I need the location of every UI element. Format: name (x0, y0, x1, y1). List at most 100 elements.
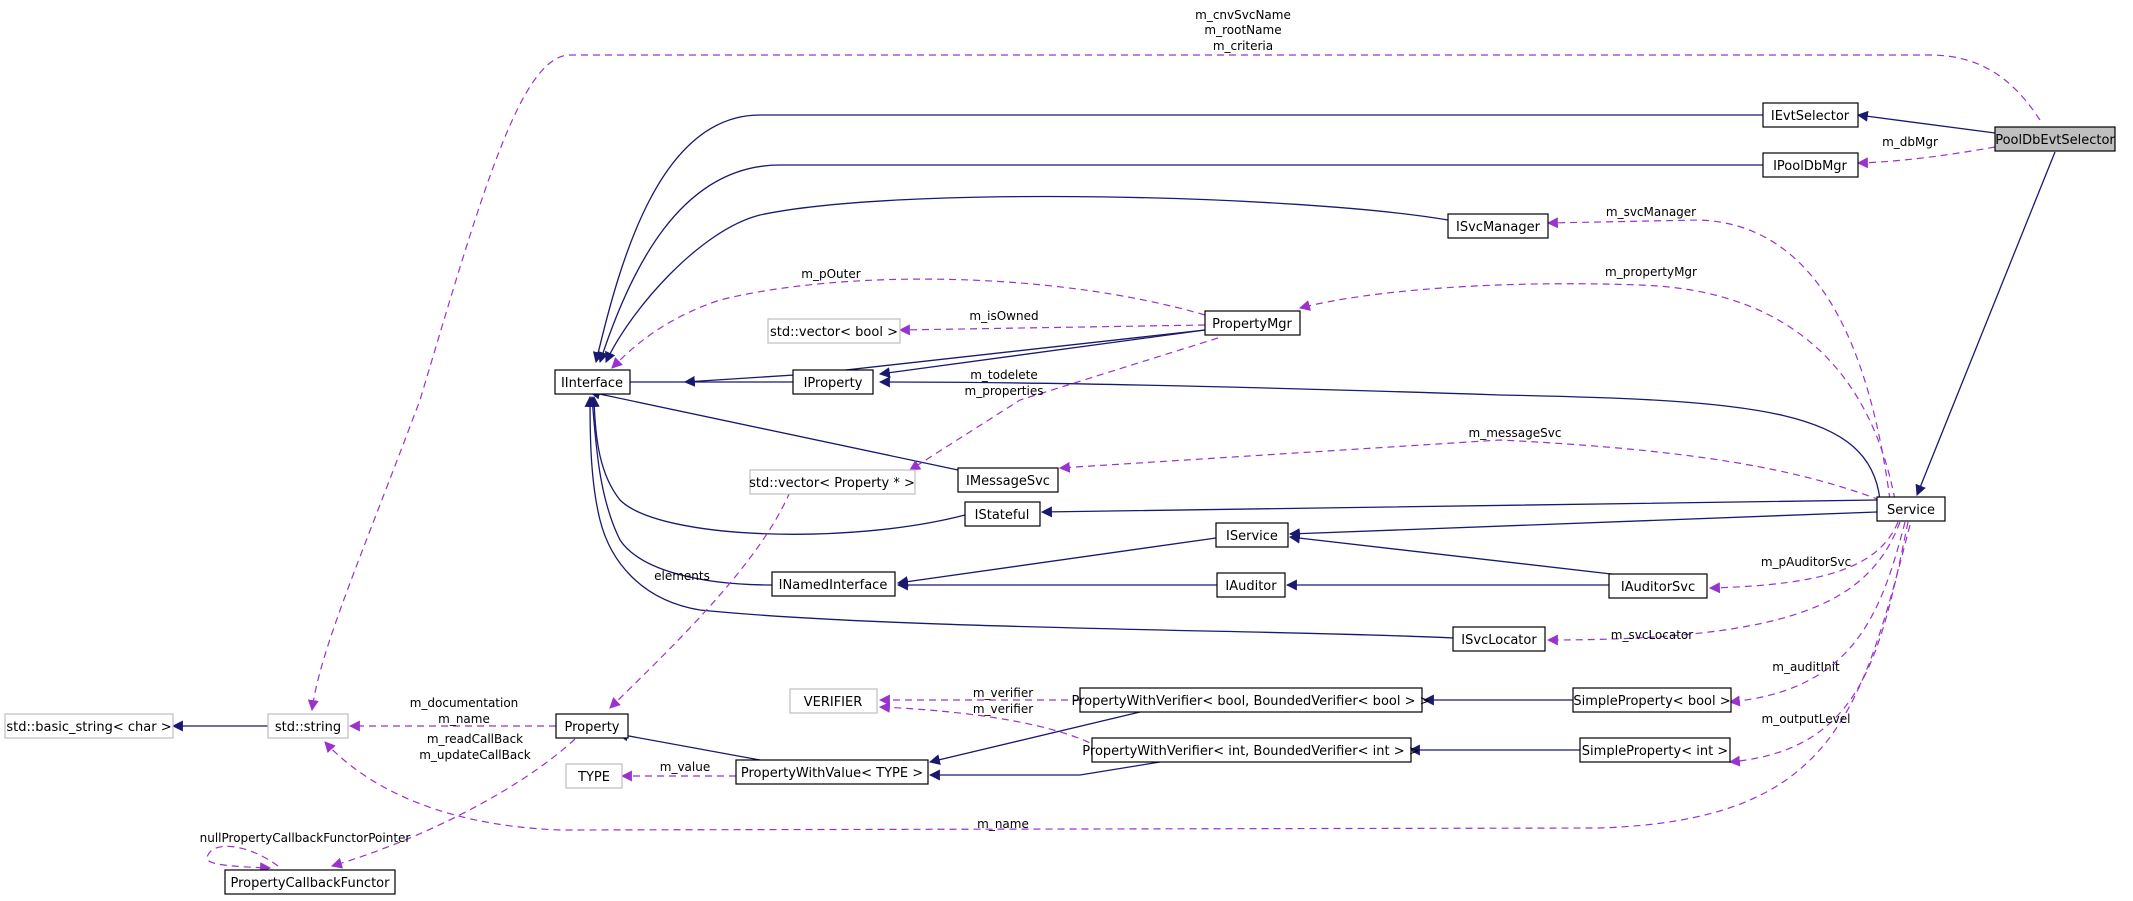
node-simpleproperty-bool[interactable]: SimpleProperty< bool > (1572, 687, 1732, 713)
label-m-rootname: m_rootName (1204, 23, 1281, 37)
svg-text:IPoolDbMgr: IPoolDbMgr (1773, 159, 1847, 174)
svg-text:IAuditorSvc: IAuditorSvc (1621, 580, 1695, 595)
label-nullpropertycallbackfunctorpointer: nullPropertyCallbackFunctorPointer (200, 831, 411, 845)
svg-text:IProperty: IProperty (804, 376, 863, 391)
svg-text:INamedInterface: INamedInterface (779, 578, 888, 593)
edge-pooldbevtselector-service (1915, 151, 2056, 497)
label-m-properties: m_properties (965, 384, 1044, 398)
edge-m-pauditorsvc (1708, 521, 1899, 594)
node-imessagesvc[interactable]: IMessageSvc (957, 467, 1059, 493)
svg-text:std::basic_string< char >: std::basic_string< char > (6, 720, 171, 735)
edge-nullpropertycallbackfunctorpointer (206, 845, 279, 874)
edge-ievtselector-iinterface (592, 114, 1763, 364)
node-iauditorsvc[interactable]: IAuditorSvc (1608, 573, 1708, 599)
svg-text:std::vector< bool >: std::vector< bool > (770, 325, 898, 340)
node-type[interactable]: TYPE (565, 763, 623, 789)
node-service[interactable]: Service (1876, 496, 1946, 522)
node-vector-property[interactable]: std::vector< Property * > (749, 469, 916, 495)
inheritance-edges (171, 110, 2056, 781)
edge-m-cnvsvcname (307, 54, 2041, 712)
label-m-pauditorsvc: m_pAuditorSvc (1761, 555, 1851, 569)
nodes: PoolDbEvtSelector IEvtSelector IPoolDbMg… (4, 102, 2116, 895)
svg-text:std::vector< Property * >: std::vector< Property * > (749, 476, 915, 491)
edge-m-messagesvc (1058, 439, 1881, 501)
svg-text:std::string: std::string (275, 720, 341, 735)
edge-m-name-2 (324, 524, 1911, 831)
label-m-propertymgr: m_propertyMgr (1605, 265, 1697, 279)
node-propertywithvalue[interactable]: PropertyWithValue< TYPE > (735, 759, 929, 785)
edge-m-pouter (611, 278, 1206, 369)
edge-labels: m_cnvSvcName m_rootName m_criteria m_dbM… (200, 8, 1938, 845)
label-m-dbmgr: m_dbMgr (1882, 135, 1938, 149)
svg-text:PropertyWithVerifier< int, Bou: PropertyWithVerifier< int, BoundedVerifi… (1082, 744, 1419, 759)
node-verifier[interactable]: VERIFIER (789, 688, 878, 714)
svg-text:IStateful: IStateful (975, 508, 1030, 523)
edge-isvcmanager-iinterface (605, 195, 1449, 363)
edge-pwv-int-propertywithvalue (928, 761, 1161, 781)
label-m-svclocator: m_svcLocator (1611, 628, 1693, 642)
node-istateful[interactable]: IStateful (964, 501, 1041, 527)
node-vector-bool[interactable]: std::vector< bool > (767, 318, 901, 344)
svg-text:Property: Property (564, 720, 619, 735)
edge-pooldbevtselector-ievtselector (1856, 110, 1996, 134)
svg-text:PropertyWithVerifier< bool, Bo: PropertyWithVerifier< bool, BoundedVerif… (1071, 694, 1430, 709)
svg-text:IMessageSvc: IMessageSvc (966, 474, 1050, 489)
edge-isvclocator-iinterface (584, 395, 1454, 639)
node-pooldbevtselector[interactable]: PoolDbEvtSelector (1994, 126, 2116, 152)
node-propertycallbackfunctor[interactable]: PropertyCallbackFunctor (224, 869, 396, 895)
label-m-name-1: m_name (438, 712, 490, 726)
edge-propertymgr-iproperty (878, 329, 1206, 379)
edge-pwv-bool-propertywithvalue (928, 711, 1141, 766)
edge-service-iproperty (878, 376, 1881, 501)
edge-iauditorsvc-iservice (1288, 532, 1621, 576)
label-m-name-2: m_name (977, 817, 1029, 831)
node-property[interactable]: Property (555, 713, 629, 739)
svg-text:IService: IService (1226, 529, 1278, 544)
svg-text:IAuditor: IAuditor (1225, 579, 1277, 594)
label-m-outputlevel: m_outputLevel (1762, 712, 1851, 726)
svg-text:PropertyWithValue< TYPE >: PropertyWithValue< TYPE > (741, 766, 923, 781)
edge-m-propertymgr (1298, 283, 1896, 501)
node-ievtselector[interactable]: IEvtSelector (1762, 102, 1859, 128)
svg-text:SimpleProperty< int >: SimpleProperty< int > (1582, 744, 1728, 759)
node-isvcmanager[interactable]: ISvcManager (1447, 213, 1549, 239)
svg-text:ISvcLocator: ISvcLocator (1461, 633, 1537, 648)
svg-text:SimpleProperty< bool >: SimpleProperty< bool > (1573, 694, 1730, 709)
svg-text:IInterface: IInterface (561, 376, 623, 391)
node-iauditor[interactable]: IAuditor (1216, 572, 1286, 598)
label-m-documentation: m_documentation (410, 696, 519, 710)
node-simpleproperty-int[interactable]: SimpleProperty< int > (1579, 737, 1731, 763)
node-iproperty[interactable]: IProperty (792, 369, 874, 395)
edge-m-properties (909, 337, 1219, 471)
label-m-cnvsvcname: m_cnvSvcName (1195, 8, 1291, 22)
node-inamedinterface[interactable]: INamedInterface (771, 571, 896, 597)
svg-text:Service: Service (1887, 503, 1935, 518)
edge-m-svclocator (1546, 521, 1901, 646)
label-m-verifier-1: m_verifier (973, 686, 1033, 700)
svg-text:VERIFIER: VERIFIER (804, 695, 863, 710)
edge-istateful-iinterface (588, 395, 966, 535)
node-std-string[interactable]: std::string (267, 713, 349, 739)
label-elements: elements (654, 569, 710, 583)
edge-propertywithvalue-property (616, 730, 761, 761)
node-iservice[interactable]: IService (1215, 522, 1289, 548)
label-m-value: m_value (660, 760, 710, 774)
node-ipooldbmgr[interactable]: IPoolDbMgr (1762, 152, 1859, 178)
edge-service-iservice (1288, 511, 1878, 540)
node-iinterface[interactable]: IInterface (554, 369, 631, 395)
node-isvclocator[interactable]: ISvcLocator (1452, 626, 1546, 652)
node-pwv-bool[interactable]: PropertyWithVerifier< bool, BoundedVerif… (1071, 687, 1431, 713)
label-m-messagesvc: m_messageSvc (1469, 426, 1562, 440)
node-basic-string[interactable]: std::basic_string< char > (4, 713, 174, 739)
node-propertymgr[interactable]: PropertyMgr (1204, 310, 1301, 336)
svg-text:IEvtSelector: IEvtSelector (1771, 109, 1850, 124)
edge-iservice-inamedinterface (896, 537, 1217, 588)
svg-text:PoolDbEvtSelector: PoolDbEvtSelector (1995, 133, 2115, 148)
svg-text:PropertyMgr: PropertyMgr (1212, 317, 1292, 332)
label-m-updatecallback: m_updateCallBack (419, 748, 531, 762)
edge-propertymgr-iinterface (683, 329, 1206, 387)
edge-ipooldbmgr-iinterface (597, 164, 1763, 364)
node-pwv-int[interactable]: PropertyWithVerifier< int, BoundedVerifi… (1082, 737, 1420, 763)
svg-text:TYPE: TYPE (577, 770, 610, 785)
label-m-todelete: m_todelete (970, 368, 1038, 382)
